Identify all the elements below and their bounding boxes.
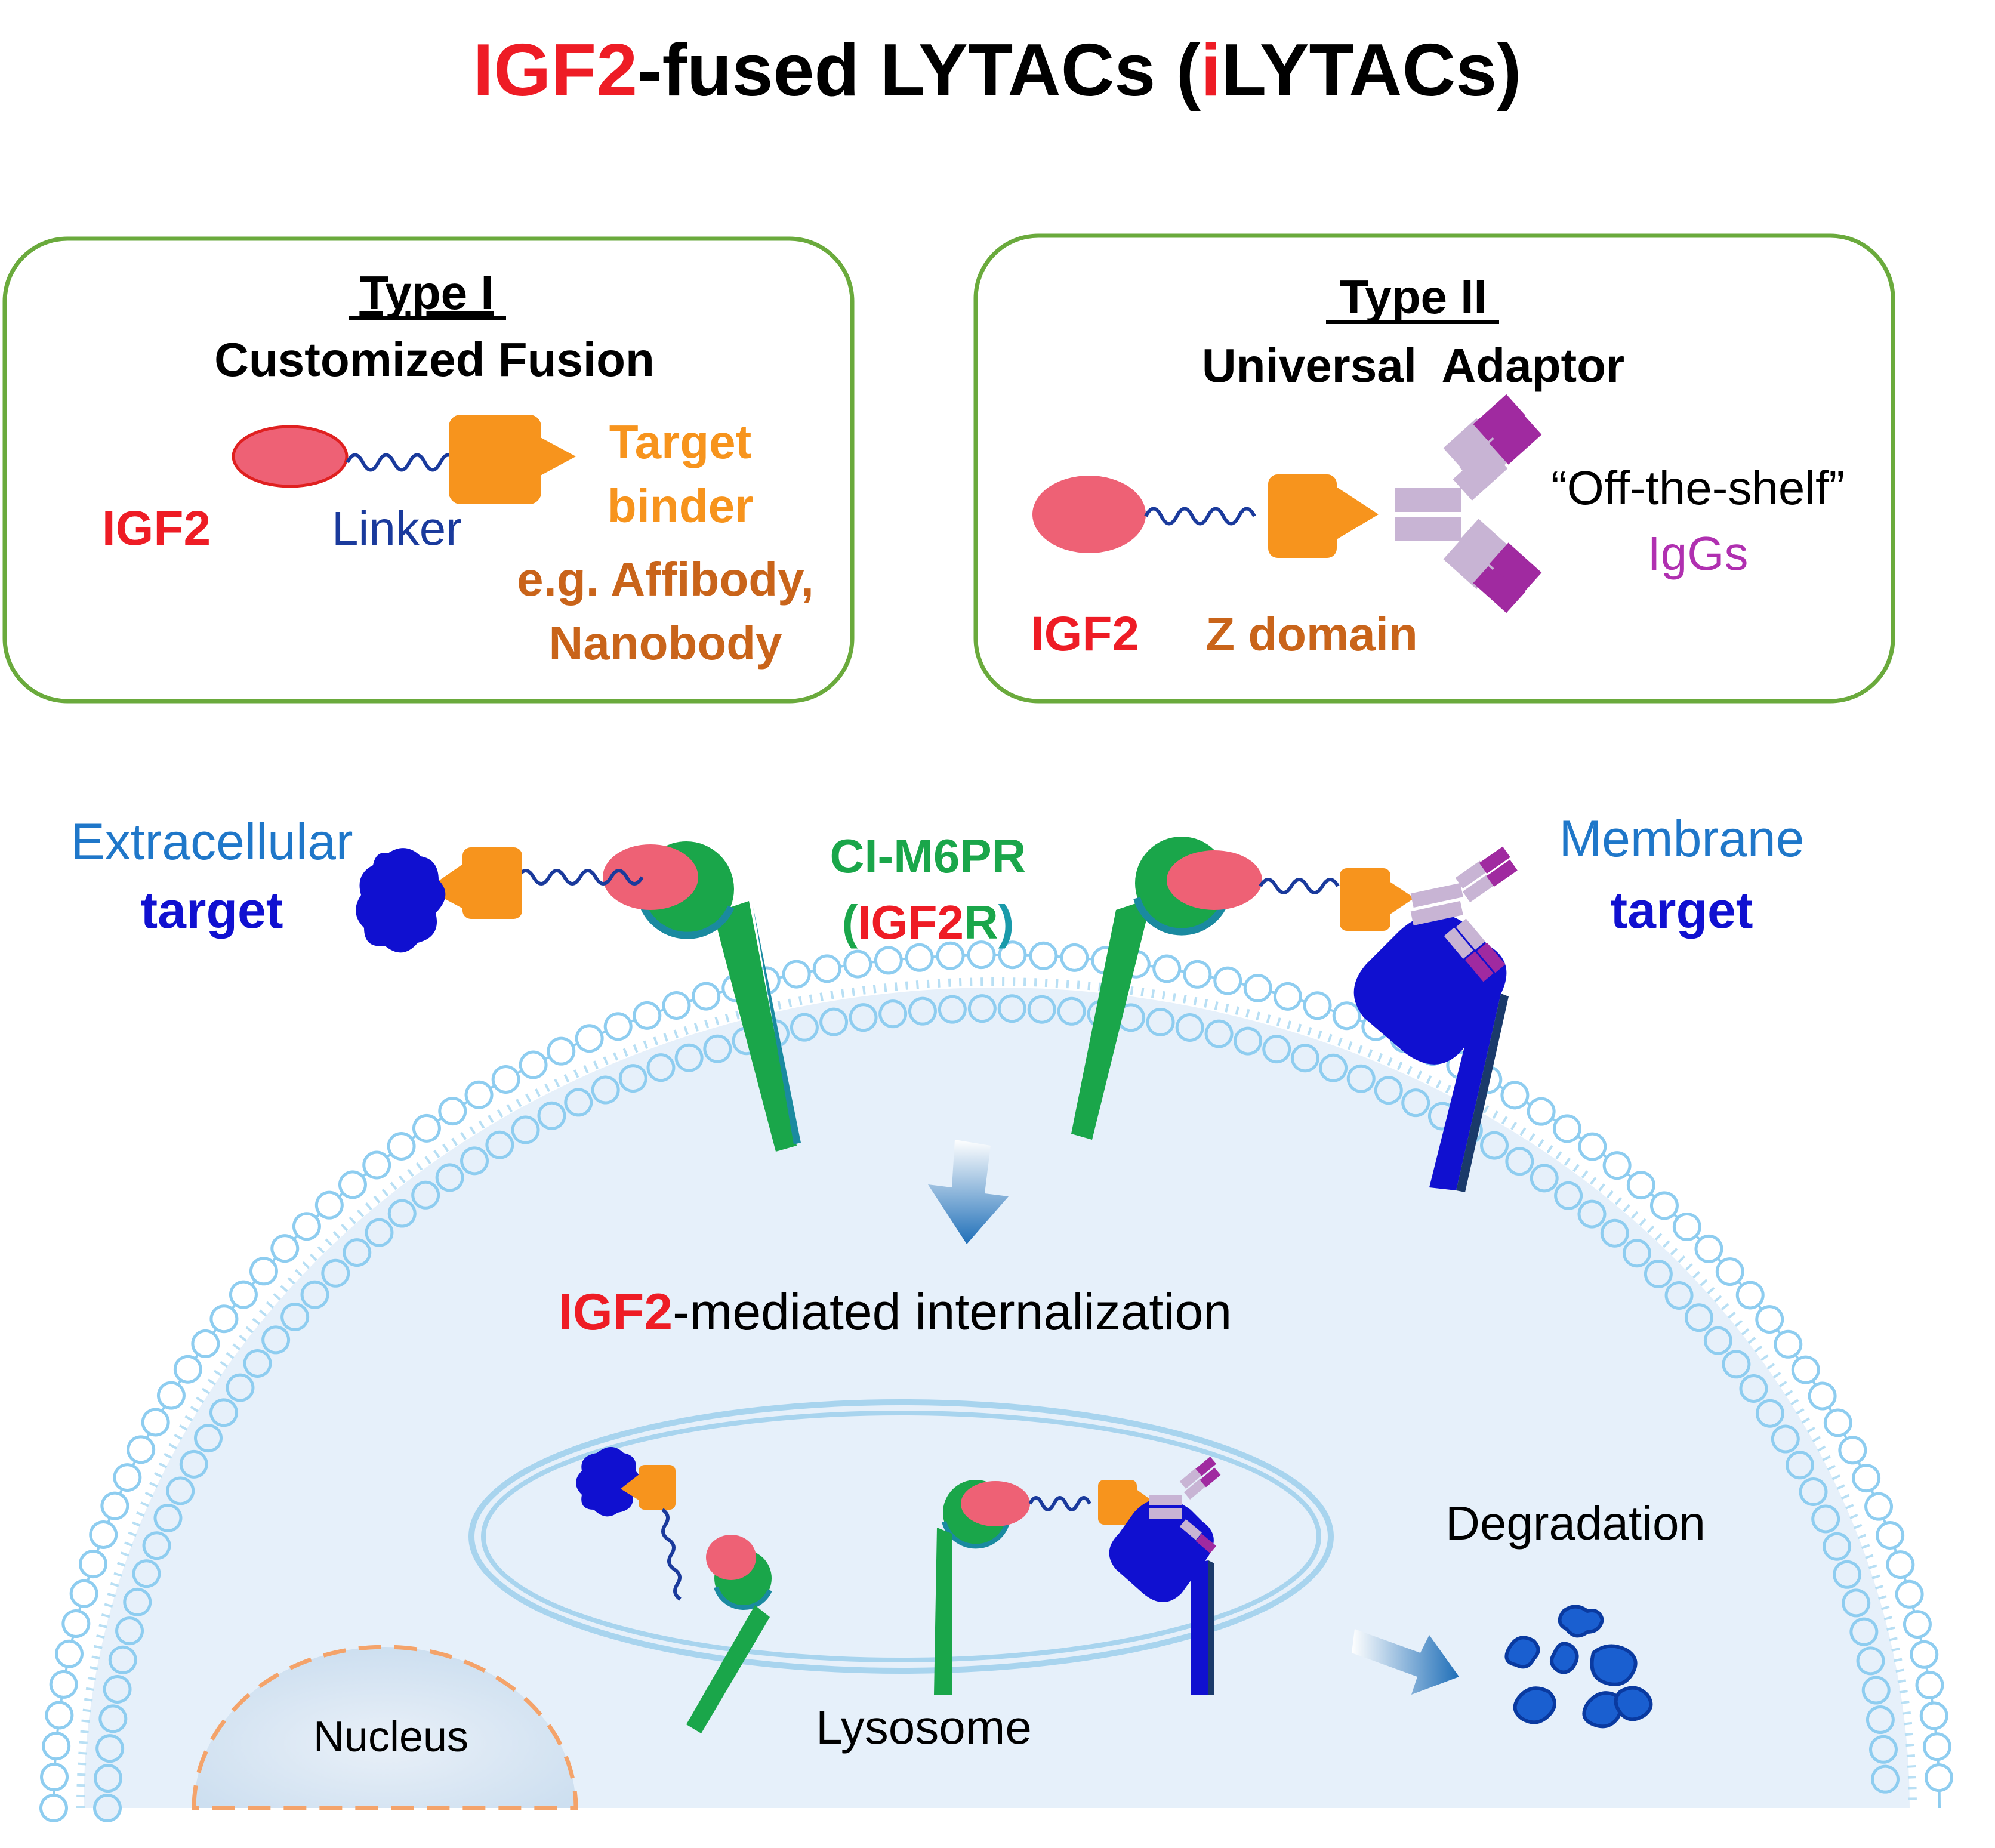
- type-i-panel: Type I Customized Fusion IGF2 Linker Tar…: [2, 236, 855, 704]
- receptor-label-1: CI-M6PR: [830, 829, 1026, 883]
- page-title: IGF2-fused LYTACs (iLYTACs): [473, 29, 1522, 112]
- receptor-igf2: IGF2: [858, 896, 964, 949]
- right-igg: [1410, 846, 1518, 982]
- lyso-left-complex: [576, 1447, 772, 1733]
- type-i-subtitle: Customized Fusion: [214, 333, 655, 386]
- internalization-label: IGF2-mediated internalization: [559, 1284, 1232, 1341]
- type-ii-igf2-label: IGF2: [1031, 607, 1139, 661]
- receptor-r: R: [964, 896, 998, 949]
- lysosome-label: Lysosome: [816, 1701, 1032, 1754]
- type-i-igf2-label: IGF2: [102, 501, 211, 556]
- left-binder: [462, 847, 522, 919]
- cell-membrane-outer-beads-fill: [42, 943, 1951, 1819]
- cell: [39, 940, 1954, 1822]
- target-binder-square: [449, 415, 541, 504]
- extra-target-small: [576, 1447, 641, 1517]
- receptor-close: ): [998, 896, 1015, 949]
- right-receptor-complex: [1071, 837, 1518, 1192]
- z-domain-tip: [1336, 486, 1379, 540]
- left-receptor-stem: [713, 901, 797, 1152]
- nucleus-label: Nucleus: [313, 1713, 468, 1761]
- right-igf2: [1167, 850, 1262, 910]
- type-ii-offshelf: “Off-the-shelf”: [1551, 461, 1845, 514]
- igf2-ellipse: [232, 425, 349, 488]
- type-ii-zdomain-label: Z domain: [1205, 607, 1418, 661]
- type-ii-iggs: IgGs: [1648, 527, 1749, 580]
- degradation-label: Degradation: [1445, 1497, 1706, 1550]
- type-i-target-label-1: Target: [609, 415, 752, 468]
- cell-membrane-inner-beads-fill: [96, 997, 1897, 1819]
- right-linker: [1259, 878, 1340, 894]
- title-i: i: [1201, 29, 1221, 112]
- extracellular-label-1: Extracellular: [70, 813, 353, 871]
- cell-interior: [84, 988, 1910, 1808]
- title-igf2: IGF2: [473, 29, 638, 112]
- type-ii-igf2-ellipse: [1032, 476, 1146, 553]
- type-i-target-label-2: binder: [608, 479, 753, 532]
- internalization-arrow: [928, 1140, 1009, 1244]
- extracellular-label-2: target: [141, 882, 283, 939]
- type-ii-panel: Type II Universal Adaptor “Off-the-shelf…: [973, 233, 1895, 704]
- lysosome-inner: [481, 1411, 1321, 1662]
- type-i-example-2: Nanobody: [548, 616, 782, 670]
- degradation-arrow: [1352, 1629, 1459, 1695]
- target-binder-tip: [537, 436, 576, 477]
- type-i-heading: Type I: [359, 266, 494, 319]
- linker-wave: [346, 453, 458, 472]
- type-i-example-1: e.g. Affibody,: [517, 553, 814, 606]
- right-receptor-stem: [1071, 898, 1152, 1140]
- lysosome-outer: [468, 1399, 1334, 1674]
- igg-antibody: [1395, 394, 1542, 613]
- title-rest: -fused LYTACs (: [637, 29, 1201, 112]
- type-ii-box: [973, 233, 1895, 704]
- type-ii-linker-wave: [1144, 507, 1256, 526]
- internalization-rest: -mediated internalization: [673, 1284, 1232, 1341]
- degraded-fragments: [1504, 1605, 1653, 1729]
- z-domain-square: [1268, 474, 1337, 558]
- lyso-right-complex: [934, 1456, 1221, 1695]
- receptor-label-2: (IGF2R): [842, 896, 1015, 949]
- membrane-label-1: Membrane: [1559, 810, 1804, 868]
- left-igf2: [603, 844, 698, 910]
- left-linker: [516, 869, 644, 886]
- type-i-linker-label: Linker: [332, 502, 462, 555]
- receptor-open: (: [842, 896, 858, 949]
- membrane-target-stem: [1429, 994, 1501, 1190]
- right-zdomain: [1340, 868, 1390, 931]
- extracellular-target-blob: [356, 848, 446, 953]
- title-rest-end: LYTACs): [1221, 29, 1521, 112]
- type-ii-heading: Type II: [1339, 270, 1487, 323]
- internalization-igf2: IGF2: [559, 1284, 673, 1341]
- left-receptor-complex: [356, 841, 801, 1152]
- nucleus: [192, 1645, 578, 1810]
- type-ii-subtitle: Universal Adaptor: [1202, 339, 1624, 392]
- membrane-label-2: target: [1611, 882, 1753, 939]
